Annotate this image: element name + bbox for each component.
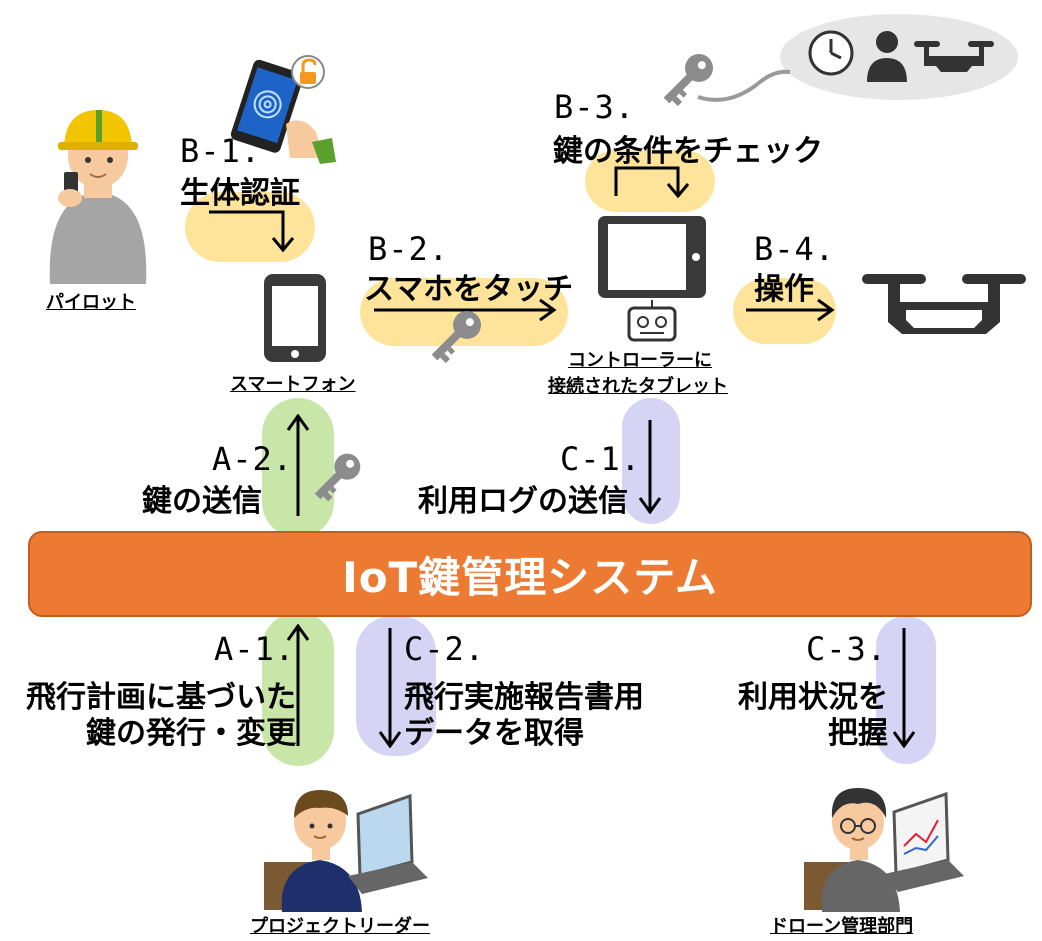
b3-text: 鍵の条件をチェック [553, 134, 823, 169]
c3-line2: 把握 [828, 716, 888, 751]
iot-key-system-banner: IoT鍵管理システム [28, 531, 1032, 617]
a2-id: A-2. [212, 440, 294, 478]
pilot-person-icon [49, 110, 147, 284]
c3-id: C-3. [806, 630, 888, 668]
small-drone-icon [914, 41, 994, 72]
c1-arrow [638, 420, 662, 514]
project-leader-label: プロジェクトリーダー [250, 916, 430, 937]
smartphone-icon [264, 274, 326, 362]
c2-line1: 飛行実施報告書用 [404, 680, 644, 715]
fingerprint-phone-icon [230, 55, 336, 164]
a1-id: A-1. [214, 630, 296, 668]
a1-line1: 飛行計画に基づいた [26, 680, 296, 715]
b1-text: 生体認証 [180, 176, 300, 211]
b1-arrow [209, 210, 295, 253]
a1-arrow [286, 624, 310, 746]
b4-id: B-4. [754, 230, 836, 268]
c2-line2: データを取得 [404, 716, 584, 751]
project-leader-icon [264, 790, 428, 912]
bubble-tail [697, 69, 791, 102]
c1-id: C-1. [560, 440, 642, 478]
a1-line2: 鍵の発行・変更 [86, 716, 296, 751]
drone-manager-icon [804, 788, 964, 912]
banner-title: IoT鍵管理システム [342, 552, 718, 602]
b3-arrow [614, 166, 690, 198]
b4-arrow [746, 298, 835, 322]
c3-arrow [892, 628, 916, 748]
smartphone-label: スマートフォン [230, 374, 356, 395]
a2-text: 鍵の送信 [142, 484, 262, 519]
b2-id: B-2. [368, 230, 450, 268]
drone-icon [862, 274, 1026, 334]
tablet-label-2: 接続されたタブレット [548, 376, 728, 397]
a2-arrow [286, 414, 310, 516]
b2-text: スマホをタッチ [364, 272, 574, 307]
tablet-label-1: コントローラーに [568, 350, 712, 371]
controller-icon [627, 300, 677, 342]
clock-icon [808, 30, 854, 76]
key-icon-b2 [431, 310, 482, 364]
c1-text: 利用ログの送信 [418, 484, 628, 519]
c3-line1: 利用状況を [738, 680, 888, 715]
pilot-label: パイロット [46, 292, 136, 313]
b1-pill [185, 192, 315, 262]
b4-text: 操作 [754, 272, 814, 307]
c3-pill [876, 616, 936, 764]
b3-pill [585, 150, 715, 212]
c2-arrow [378, 628, 402, 748]
c2-id: C-2. [404, 630, 486, 668]
person-icon [867, 31, 907, 82]
tablet-icon [598, 216, 706, 298]
b2-arrow [374, 298, 557, 322]
key-icon-a2 [314, 453, 361, 502]
c2-pill [356, 616, 436, 756]
key-icon [663, 53, 714, 107]
b3-id: B-3. [554, 88, 636, 126]
drone-dept-label: ドローン管理部門 [770, 916, 914, 937]
